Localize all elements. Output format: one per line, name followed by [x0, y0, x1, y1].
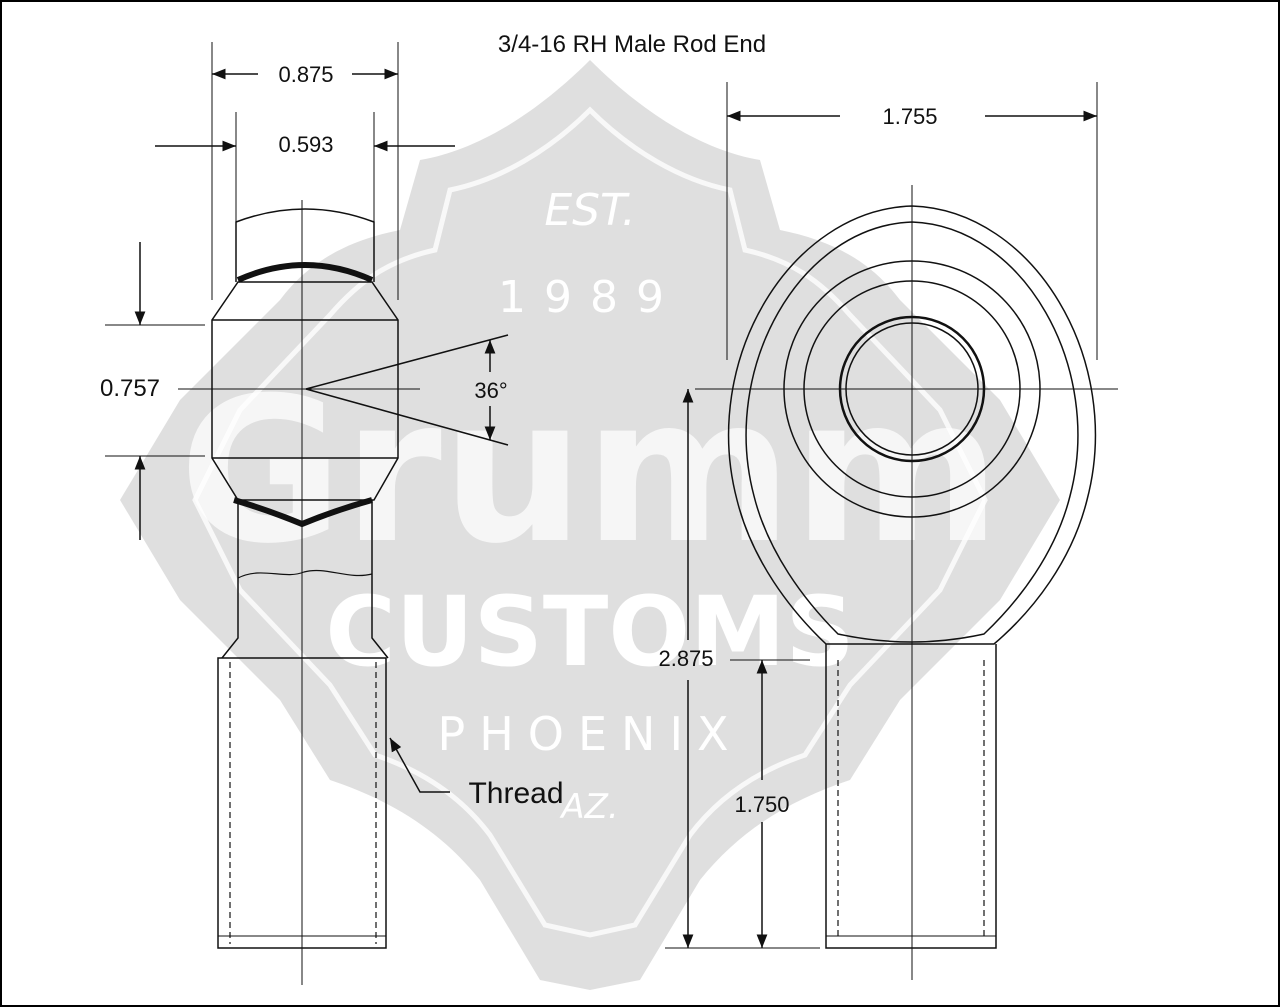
dim-label-1750: 1.750: [734, 792, 789, 817]
watermark-brand: Grumm: [179, 355, 1001, 588]
watermark-customs: CUSTOMS: [325, 576, 854, 688]
watermark-state: AZ.: [559, 787, 618, 827]
dim-label-1755: 1.755: [882, 104, 937, 129]
dim-label-0757: 0.757: [100, 375, 160, 402]
dim-label-0593: 0.593: [278, 132, 333, 157]
watermark-city: PHOENIX: [437, 707, 742, 761]
thread-leader: [389, 737, 450, 793]
dim-label-36deg: 36°: [474, 378, 507, 403]
callout-thread: Thread: [468, 777, 563, 810]
front-shank: [825, 644, 997, 949]
side-view: [105, 42, 509, 985]
angle-line-lower: [305, 388, 509, 446]
watermark-year: 1989: [498, 272, 682, 323]
watermark-est: EST.: [544, 185, 635, 236]
threaded-shank: [217, 657, 387, 949]
race-inner-ring: [803, 280, 1021, 498]
bore-outer: [838, 315, 986, 463]
neck-outline: [221, 500, 389, 659]
ball-top-cap: [235, 208, 375, 282]
dim-label-2875: 2.875: [658, 646, 713, 671]
bore-inner: [845, 322, 979, 456]
dim-label-0875: 0.875: [278, 62, 333, 87]
eye-outer: [727, 205, 1097, 645]
race-outer-ring: [783, 260, 1041, 518]
front-view: [665, 82, 1118, 980]
watermark-logo: EST. 1989 Grumm CUSTOMS PHOENIX AZ.: [120, 60, 1060, 990]
drawing-title: 3/4-16 RH Male Rod End: [498, 31, 766, 58]
neck-break-line: [237, 569, 373, 579]
eye-inner: [745, 221, 1079, 643]
race-lower-arc: [233, 497, 373, 528]
race-upper-arc: [236, 262, 374, 283]
angle-line-upper: [305, 334, 509, 390]
